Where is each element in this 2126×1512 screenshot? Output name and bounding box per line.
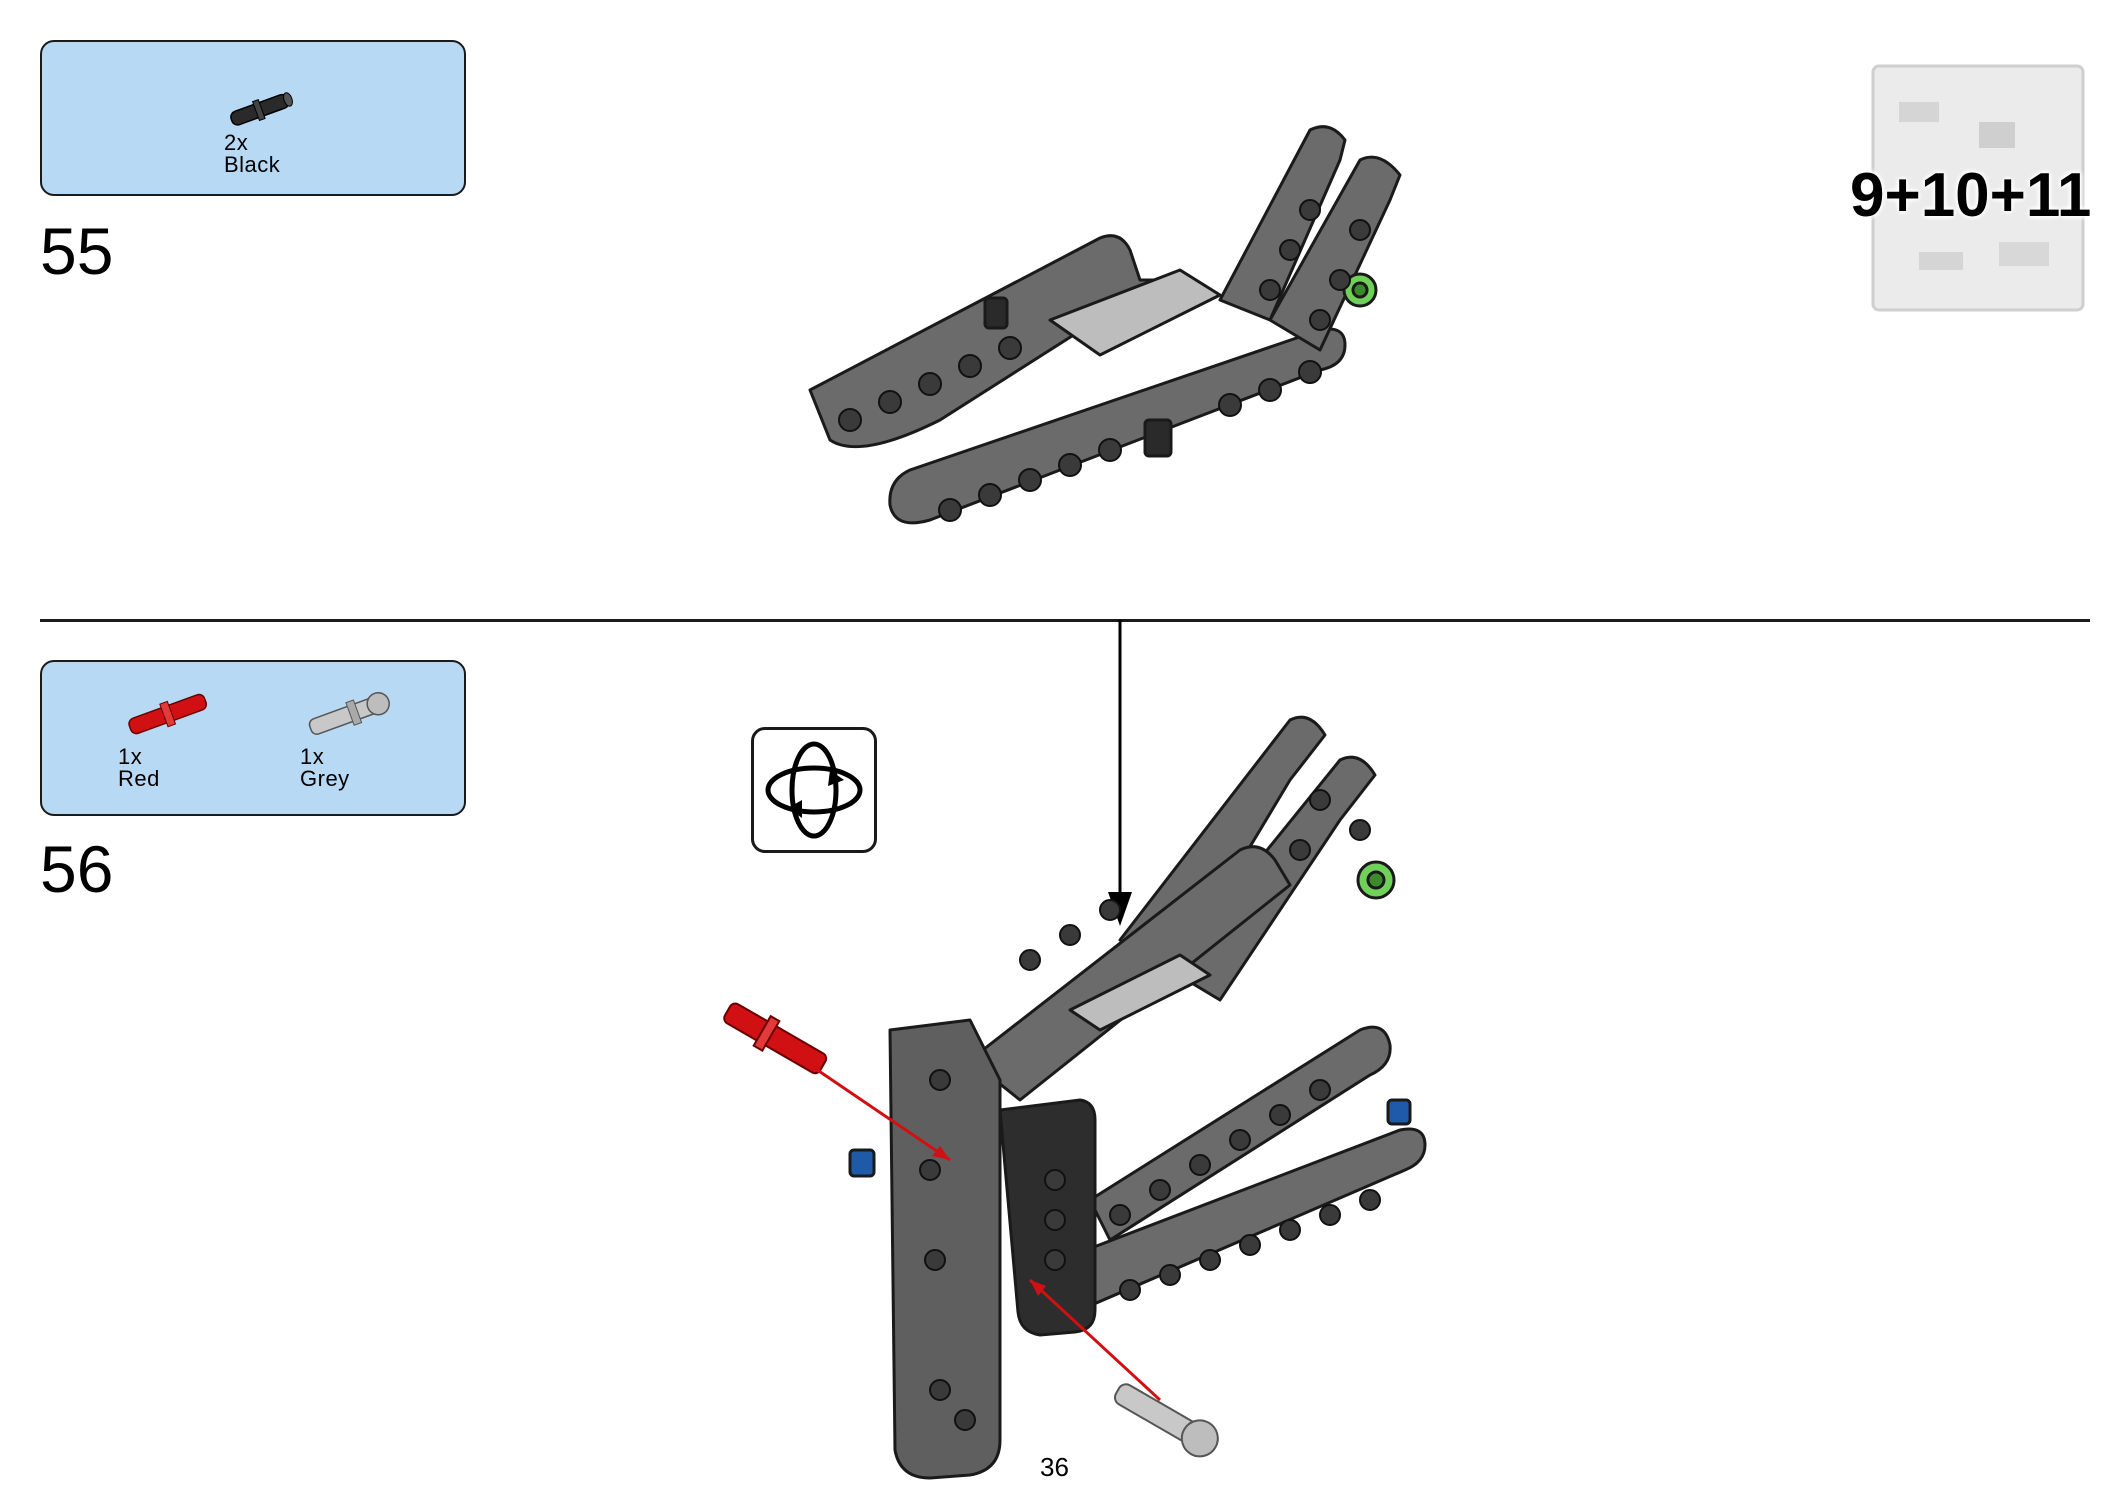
step-number: 56 [40,832,114,906]
part-count: 2x [224,130,249,155]
step-55-parts-box: 2x Black [40,40,466,196]
page-number: 36 [1040,1452,1069,1482]
step-56-parts-box: 1x Red 1x Grey [40,660,466,816]
part-color: Red [118,766,160,791]
part-count: 1x [300,744,325,769]
part-color: Grey [300,766,350,791]
red-axle-pin-icon [128,693,208,735]
black-pin-icon [230,92,293,126]
step-56-model-illustration [723,715,1427,1480]
grey-pin-icon [308,691,390,735]
rotate-model-icon [751,727,877,853]
part-color: Black [224,152,281,177]
step-55-model-illustration [808,125,1402,525]
step-divider [40,619,2090,622]
part-count: 1x [118,744,143,769]
parts-bag-icon [1871,64,2085,312]
step-number: 55 [40,214,114,288]
bag-number-label: 9+10+11 [1850,161,2092,230]
